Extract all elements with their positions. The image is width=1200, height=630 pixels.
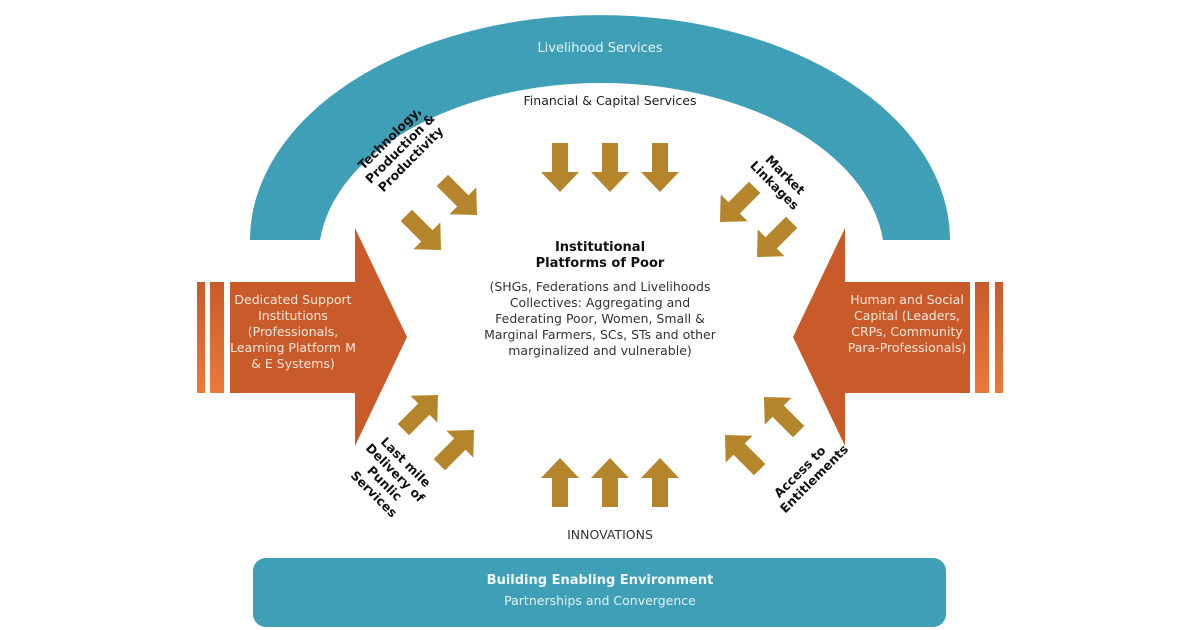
livelihood-services-label: Livelihood Services — [537, 41, 663, 56]
entitlements-arrow-icon — [711, 421, 774, 484]
innovations-label: INNOVATIONS — [567, 527, 653, 542]
market-linkages-arrow-icon — [743, 208, 806, 271]
left-arrow-shape — [230, 228, 407, 446]
right-arrow-shape — [793, 228, 970, 446]
financial-arrow-down-icon — [641, 143, 679, 192]
financial-capital-label: Financial & Capital Services — [523, 93, 697, 108]
technology-arrow-icon — [428, 166, 491, 229]
market-linkages-arrow-icon — [706, 173, 769, 236]
livelihood-services-arch — [250, 15, 950, 241]
right-stripe-outer — [995, 282, 1003, 393]
last-mile-arrow-icon — [389, 381, 452, 444]
innovation-arrow-up-icon — [541, 458, 579, 507]
financial-arrow-down-icon — [541, 143, 579, 192]
financial-arrow-down-icon — [591, 143, 629, 192]
enabling-environment-subtitle: Partnerships and Convergence — [504, 593, 696, 608]
human-social-capital-arrow — [793, 228, 1003, 446]
left-stripe-outer — [197, 282, 205, 393]
technology-arrow-icon — [392, 201, 455, 264]
human-social-capital-label: Human and Social Capital (Leaders, CRPs,… — [847, 292, 967, 355]
enabling-environment-title: Building Enabling Environment — [486, 573, 714, 588]
innovation-arrow-up-icon — [641, 458, 679, 507]
dedicated-support-label: Dedicated Support Institutions (Professi… — [230, 292, 356, 371]
innovation-arrow-up-icon — [591, 458, 629, 507]
right-stripe-inner — [975, 282, 989, 393]
entitlements-arrow-icon — [750, 383, 813, 446]
left-stripe-inner — [210, 282, 224, 393]
dedicated-support-arrow — [197, 228, 407, 446]
center-title: Institutional Platforms of Poor — [535, 240, 665, 272]
last-mile-arrow-icon — [425, 416, 488, 479]
center-body: (SHGs, Federations and Livelihoods Colle… — [484, 279, 716, 358]
enabling-environment-bar — [253, 558, 946, 627]
